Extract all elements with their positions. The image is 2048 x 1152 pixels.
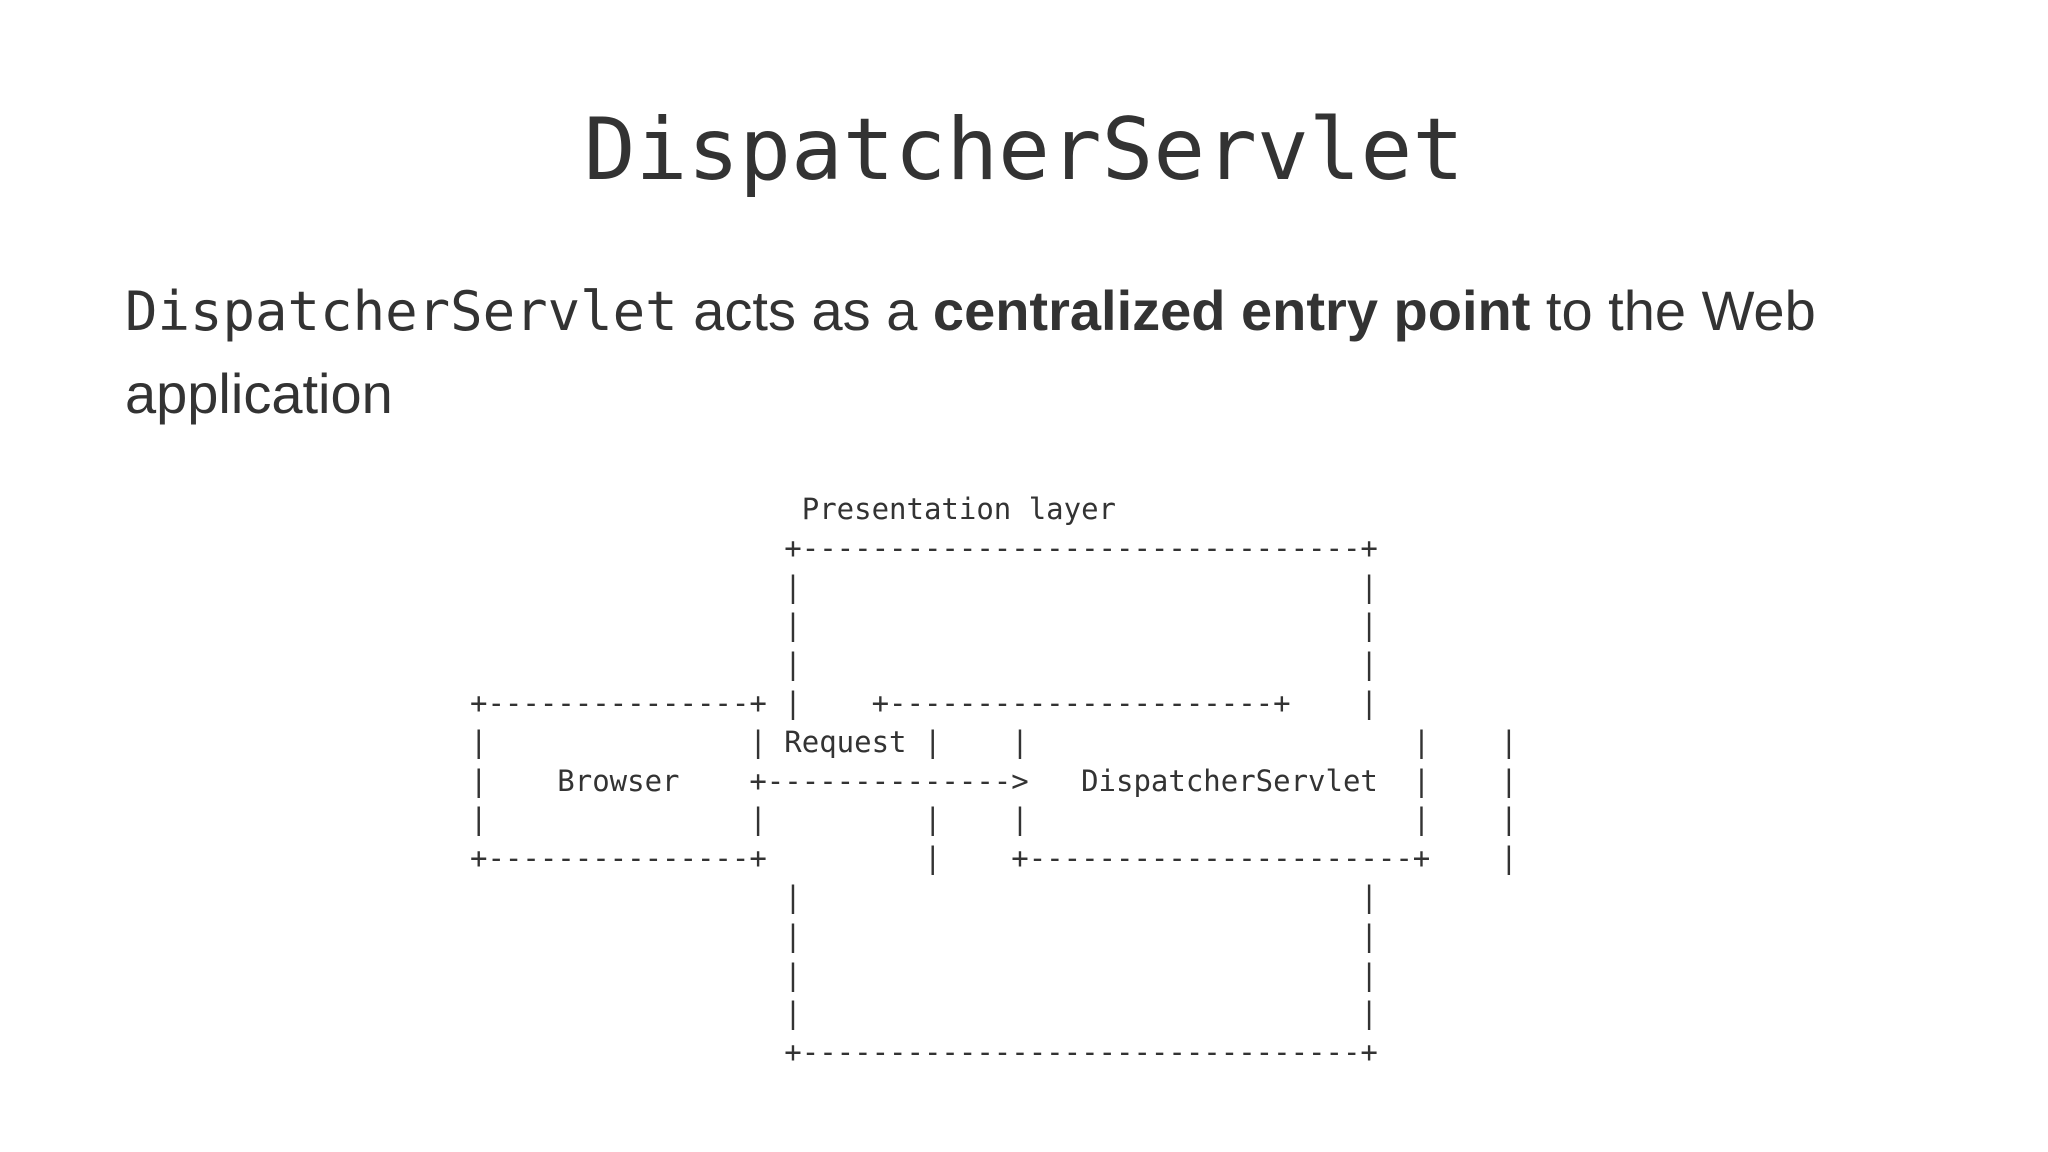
bold-phrase: centralized entry point	[932, 279, 1531, 342]
diagram-text: Presentation layer +--------------------…	[470, 492, 1518, 1070]
code-term: DispatcherServlet	[125, 280, 678, 343]
slide-title: DispatcherServlet	[583, 100, 1465, 200]
text-before-bold: acts as a	[677, 279, 933, 342]
slide-paragraph: DispatcherServlet acts as a centralized …	[125, 270, 1945, 435]
ascii-architecture-diagram: Presentation layer +--------------------…	[470, 490, 1518, 1072]
text-after-bold: to the Web application	[125, 279, 1816, 425]
